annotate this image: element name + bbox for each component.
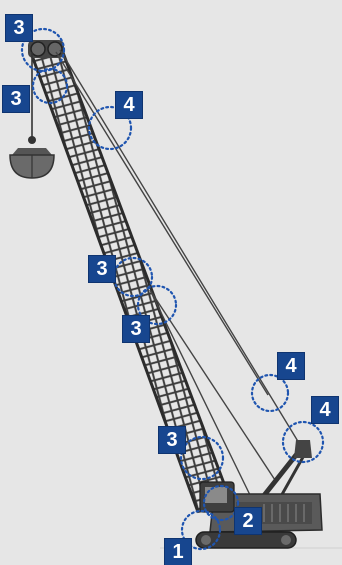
callout-badge-boom-tip-lower: 3 — [3, 86, 29, 112]
callout-badge-boom-tip-top: 3 — [6, 15, 32, 41]
callout-badge-boom-mid-lower: 3 — [123, 316, 149, 342]
crawler-tracks — [196, 532, 296, 548]
callout-badge-pendant-upper: 4 — [116, 92, 142, 118]
callout-badge-boom-base-section: 3 — [159, 427, 185, 453]
machine-house — [200, 482, 322, 532]
callout-badge-boom-foot: 2 — [235, 508, 261, 534]
callout-badge-boom-mid-upper: 3 — [89, 256, 115, 282]
callout-badge-undercarriage: 1 — [165, 539, 191, 565]
lattice-boom — [30, 50, 232, 512]
ring-pendant-lower — [252, 375, 288, 411]
callout-badge-mast-top: 4 — [312, 397, 338, 423]
mast — [262, 440, 312, 498]
callout-badge-pendant-lower: 4 — [278, 353, 304, 379]
